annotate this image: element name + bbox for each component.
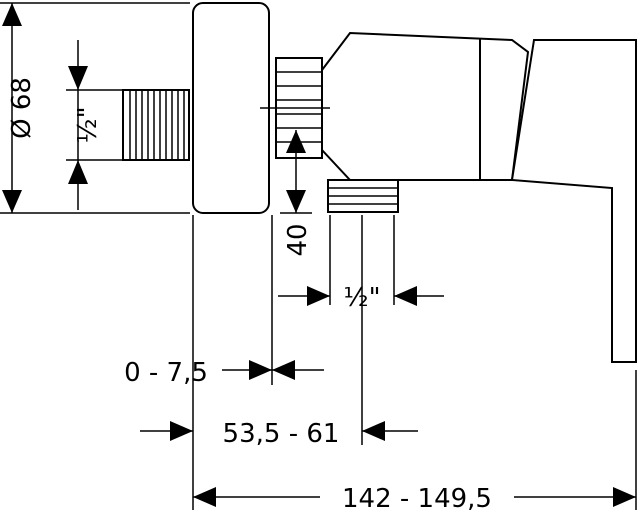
mixer-body (321, 31, 530, 181)
adjust-range-dimension: 0 - 7,5 (124, 358, 324, 388)
left-thread-label: ½" (73, 106, 103, 143)
diameter-label: Ø 68 (7, 77, 37, 139)
depth-label: 40 (283, 223, 313, 256)
bottom-thread-dimension: ½" (278, 283, 444, 313)
wall-flange (192, 2, 270, 214)
diameter-dimension: Ø 68 (2, 3, 37, 213)
bottom-outlet-thread (327, 179, 399, 213)
left-thread-dimension: ½" (66, 40, 123, 210)
overall-length-dimension: 142 - 149,5 (193, 484, 636, 514)
install-depth-label: 53,5 - 61 (223, 419, 340, 449)
bottom-thread-label: ½" (343, 283, 380, 313)
overall-length-label: 142 - 149,5 (342, 484, 492, 514)
left-threaded-connector (122, 89, 190, 161)
lever-handle (510, 39, 637, 363)
mixer-outline (122, 2, 637, 363)
install-depth-dimension: 53,5 - 61 (140, 419, 418, 449)
extension-lines (0, 2, 637, 510)
adjust-range-label: 0 - 7,5 (124, 358, 208, 388)
depth-dimension: 40 (280, 130, 313, 257)
